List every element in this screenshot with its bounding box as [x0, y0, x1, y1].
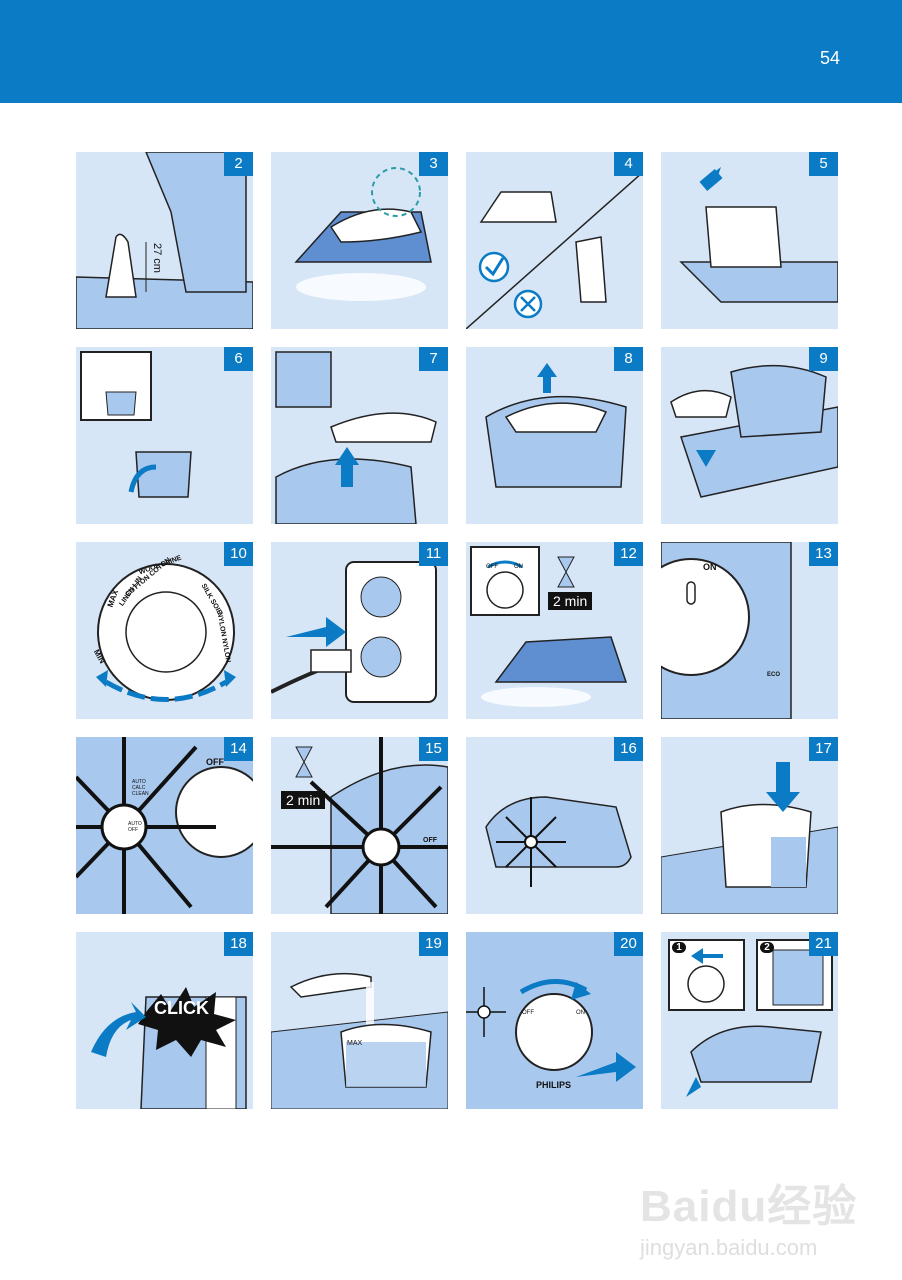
step-number: 17	[809, 737, 838, 761]
fill-water-tank-illustration	[80, 351, 192, 498]
panel-6: 6	[76, 347, 253, 524]
switch-label-off: OFF	[522, 1010, 534, 1016]
iron-position-correct-incorrect	[466, 171, 643, 329]
panel-17: 17	[661, 737, 838, 914]
watermark-brand: Baidu经验	[640, 1182, 858, 1231]
step-number: 3	[419, 152, 448, 176]
unplug-and-store-illustration	[668, 939, 833, 1097]
plug-in-socket-illustration	[271, 561, 437, 703]
panel-7: 7	[271, 347, 448, 524]
iron-and-generator-illustration	[670, 364, 838, 498]
rinse-tank-tap-illustration	[271, 972, 448, 1109]
step-number: 5	[809, 152, 838, 176]
auto-calc-clean-label: AUTO CALC CLEAN	[132, 779, 149, 797]
brand-label: PHILIPS	[536, 1080, 572, 1090]
panel-8: 8	[466, 347, 643, 524]
step-number: 14	[224, 737, 253, 761]
panel-20: OFF ON PHILIPS 20	[466, 932, 643, 1109]
panel-21: 1 2 21	[661, 932, 838, 1109]
panel-10: MAX LINEN LIN COTTON COTON WOOL LAINE SI…	[76, 542, 253, 719]
step-number: 10	[224, 542, 253, 566]
watermark: Baidu经验 jingyan.baidu.com	[640, 1140, 870, 1270]
steam-generator-on-board	[679, 167, 838, 303]
eco-label: ECO	[767, 672, 781, 678]
temperature-dial-illustration	[96, 563, 236, 702]
step-number: 6	[224, 347, 253, 371]
panel-18: CLICK 18	[76, 932, 253, 1109]
step-number: 11	[419, 542, 448, 566]
panel-14: OFF AUTO CALC CLEAN AUTO OFF 14	[76, 737, 253, 914]
step-number: 15	[419, 737, 448, 761]
wait-time-label: 2 min	[281, 791, 326, 809]
empty-tank-at-sink-illustration	[661, 762, 838, 914]
control-panel-illustration	[661, 542, 792, 719]
step-number: 12	[614, 542, 643, 566]
step-number: 19	[419, 932, 448, 956]
auto-off-label: AUTO OFF	[128, 821, 142, 833]
step-number: 7	[419, 347, 448, 371]
reinsert-tank-click-illustration	[91, 987, 247, 1109]
auto-off-wait-illustration	[271, 737, 448, 914]
on-label: ON	[703, 562, 717, 572]
switch-on-and-wait-illustration	[470, 546, 628, 707]
panel-11: 11	[271, 542, 448, 719]
panel-13: ON ECO 13	[661, 542, 838, 719]
step-number: 8	[614, 347, 643, 371]
switch-label-on: ON	[514, 564, 523, 570]
illustration-grid: 27 cm 2 3 4 5	[76, 152, 838, 1109]
panel-19: MAX 19	[271, 932, 448, 1109]
step-number: 18	[224, 932, 253, 956]
step-number: 13	[809, 542, 838, 566]
panel-5: 5	[661, 152, 838, 329]
switch-label-off: OFF	[486, 564, 498, 570]
page-number: 54	[819, 48, 840, 68]
max-label: MAX	[347, 1040, 363, 1047]
step-marker-2: 2	[760, 942, 774, 953]
iron-steam-illustration	[294, 167, 432, 301]
auto-calc-clean-light-illustration	[76, 737, 253, 914]
switch-off-generator-illustration	[466, 932, 643, 1109]
step-number: 9	[809, 347, 838, 371]
click-label: CLICK	[154, 998, 209, 1018]
step-number: 16	[614, 737, 643, 761]
step-marker-1: 1	[672, 942, 686, 953]
remove-base-plate-illustration	[485, 363, 627, 488]
off-label: OFF	[423, 837, 437, 844]
iron-on-base-illustration	[275, 351, 437, 524]
step-number: 2	[224, 152, 253, 176]
panel-2: 27 cm 2	[76, 152, 253, 329]
off-label: OFF	[206, 757, 224, 767]
height-label: 27 cm	[150, 243, 163, 273]
panel-4: 4	[466, 152, 643, 329]
switch-label-on: ON	[576, 1010, 585, 1016]
watermark-url: jingyan.baidu.com	[640, 1235, 818, 1260]
step-number: 4	[614, 152, 643, 176]
wait-time-label: 2 min	[548, 592, 593, 610]
step-number: 21	[809, 932, 838, 956]
step-number: 20	[614, 932, 643, 956]
panel-3: 3	[271, 152, 448, 329]
panel-16: 16	[466, 737, 643, 914]
panel-12: OFF ON 2 min 12	[466, 542, 643, 719]
panel-9: 9	[661, 347, 838, 524]
panel-15: 2 min OFF 15	[271, 737, 448, 914]
ironing-board-height-illustration	[76, 152, 253, 329]
header-bar: 54	[0, 0, 902, 103]
generator-tank-light-illustration	[485, 796, 632, 887]
